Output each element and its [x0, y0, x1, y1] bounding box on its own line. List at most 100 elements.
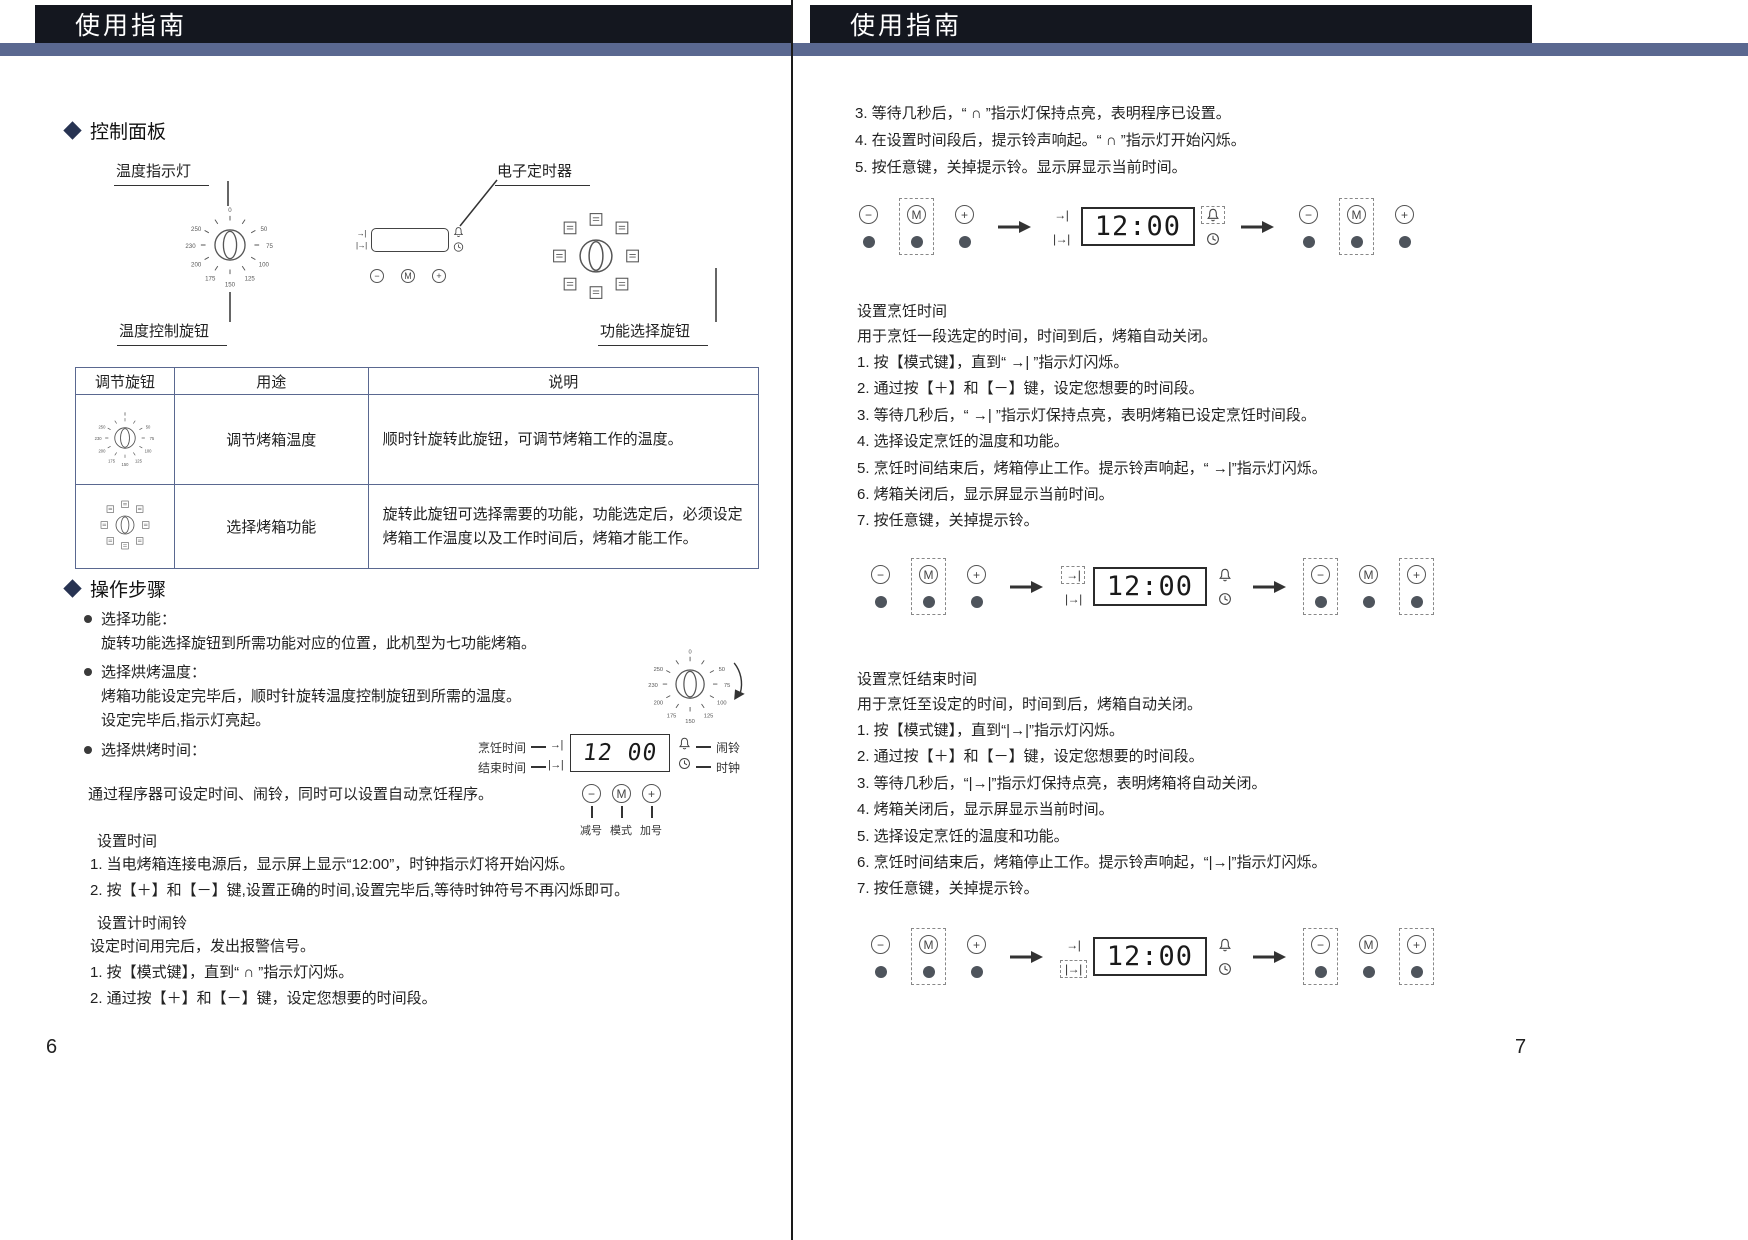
indicator-dot	[1410, 966, 1423, 978]
flow-arrow-icon	[1009, 949, 1045, 965]
tick-line	[621, 806, 623, 818]
display-left-icons: →| |→|	[1060, 565, 1087, 608]
minus-button-icon: −	[871, 935, 890, 954]
alarm-bell-icon	[1213, 936, 1237, 954]
function-knob-diagram	[552, 212, 640, 300]
timer-screen: 12:00	[1092, 567, 1208, 606]
lead-line	[696, 746, 711, 748]
clock-icon	[1213, 960, 1237, 978]
indicator-dot	[970, 596, 983, 608]
indicator-dot	[874, 966, 887, 978]
step-line: 7. 按任意键，关掉提示铃。	[857, 512, 1039, 530]
mode-button-unit: M	[911, 928, 946, 985]
indicator-dot	[958, 236, 971, 248]
bullet-body: 旋转功能选择旋钮到所需功能对应的位置，此机型为七功能烤箱。	[101, 635, 537, 652]
step-line: 1. 按【模式键】，直到“ ∩ ”指示灯闪烁。	[90, 964, 354, 981]
step-line: 4. 烤箱关闭后，显示屏显示当前时间。	[857, 801, 1114, 819]
indicator-dot	[1362, 966, 1375, 978]
bullet-dot-icon	[84, 667, 92, 676]
plus-label: 加号	[640, 825, 662, 837]
bullet-body: 设定完毕后,指示灯亮起。	[101, 712, 271, 729]
bullet-select-temperature: 选择烘烤温度：	[84, 661, 206, 682]
bullet-title: 选择烘烤时间：	[101, 742, 207, 759]
cook-time-icon: →|	[550, 739, 563, 751]
clock-icon	[1201, 230, 1225, 248]
end-time-icon: |→|	[1053, 231, 1070, 246]
indicator-dot	[922, 596, 935, 608]
minus-button-unit: −	[863, 558, 898, 615]
temperature-knob-small-diagram	[647, 648, 745, 726]
time-display: 12:00	[1106, 571, 1194, 602]
step-line: 3. 等待几秒后，“ →| ”指示灯保持点亮，表明烤箱已设定烹饪时间段。	[857, 406, 1316, 424]
plus-button-unit: +	[959, 558, 994, 615]
indicator-dot	[970, 966, 983, 978]
desc-cell: 顺时针旋转此旋钮，可调节烤箱工作的温度。	[367, 394, 760, 485]
lead-line	[531, 766, 546, 768]
electronic-timer-label: 电子定时器	[495, 160, 591, 186]
indicator-dot	[1314, 966, 1327, 978]
plus-button-unit: +	[947, 198, 982, 255]
mode-button-unit: M	[899, 198, 934, 255]
col-header-knob: 调节旋钮	[75, 367, 175, 395]
section-control-panel: 控制面板	[63, 117, 166, 144]
step-line: 2. 通过按【＋】和【－】键，设定您想要的时间段。	[90, 990, 437, 1008]
minus-button-unit: −	[863, 928, 898, 985]
indicator-dot	[1398, 236, 1411, 248]
mode-button-icon: M	[612, 784, 631, 803]
mode-button-unit: M	[1351, 928, 1386, 985]
plus-button-unit: +	[1399, 928, 1435, 985]
function-knob-label: 功能选择旋钮	[598, 320, 709, 346]
flow-arrow-icon	[1009, 579, 1045, 595]
page-left: 使用指南 控制面板 温度指示灯 电子定时器 温度控制旋钮 功能选择旋钮	[0, 0, 791, 1240]
set-alarm-title: 设置计时闹铃	[97, 915, 188, 932]
tick-line	[651, 806, 653, 818]
set-time-steps: 1. 当电烤箱连接电源后，显示屏上显示“12:00”，时钟指示灯将开始闪烁。 2…	[90, 852, 629, 905]
temperature-knob-diagram	[184, 206, 275, 290]
table-row: 调节烤箱温度 顺时针旋转此旋钮，可调节烤箱工作的温度。	[75, 394, 760, 485]
plus-button-icon: +	[642, 784, 661, 803]
time-display: 12:00	[1106, 941, 1194, 972]
minus-button-icon: −	[1299, 205, 1319, 224]
plus-button-unit: +	[959, 928, 994, 985]
alarm-label: 闹铃	[716, 741, 741, 755]
page-header-title: 使用指南	[75, 12, 188, 40]
mode-button-icon: M	[919, 565, 938, 584]
use-cell: 选择烤箱功能	[173, 484, 369, 569]
page-header: 使用指南	[810, 5, 1532, 43]
time-display: 12 00	[581, 740, 659, 766]
diamond-bullet-icon	[63, 579, 82, 598]
timer-screen: 12 00	[570, 734, 670, 772]
bullet-select-function: 选择功能：	[84, 608, 176, 629]
desc-cell: 旋转此旋钮可选择需要的功能，功能选定后，必须设定烤箱工作温度以及工作时间后，烤箱…	[367, 484, 760, 569]
step-line: 7. 按任意键，关掉提示铃。	[857, 880, 1039, 898]
clock-icon	[453, 242, 463, 252]
step-line: 3. 等待几秒后，“ ∩ ”指示灯保持点亮，表明程序已设置。	[855, 105, 1231, 122]
plus-button-icon: +	[1407, 935, 1427, 954]
page-header: 使用指南	[35, 5, 791, 43]
step-line: 5. 烹饪时间结束后，烤箱停止工作。提示铃声响起，“ →|”指示灯闪烁。	[857, 459, 1327, 477]
temp-knob-cell	[75, 394, 175, 485]
mode-button-icon: M	[919, 935, 938, 954]
mode-button-unit: M	[1339, 198, 1375, 255]
page-header-title: 使用指南	[850, 12, 963, 40]
step-line: 6. 烤箱关闭后，显示屏显示当前时间。	[857, 485, 1114, 503]
step-line: 2. 按【＋】和【－】键,设置正确的时间,设置完毕后,等待时钟符号不再闪烁即可。	[90, 882, 630, 900]
set-alarm-steps: 1. 按【模式键】，直到“ ∩ ”指示灯闪烁。 2. 通过按【＋】和【－】键，设…	[90, 960, 437, 1013]
mode-button-icon: M	[401, 269, 415, 283]
indicator-dot	[910, 236, 923, 248]
cook-time-icon: →|	[1061, 565, 1086, 584]
indicator-dot	[1302, 236, 1315, 248]
timer-screen: 12:00	[1092, 937, 1208, 976]
indicator-dot	[1362, 596, 1375, 608]
minus-button-icon: −	[859, 205, 878, 224]
mode-button-icon: M	[1347, 205, 1367, 224]
plus-button-icon: +	[1407, 565, 1427, 584]
alarm-continued-steps: 3. 等待几秒后，“ ∩ ”指示灯保持点亮，表明程序已设置。 4. 在设置时间段…	[855, 100, 1246, 181]
table-row: 选择烤箱功能 旋转此旋钮可选择需要的功能，功能选定后，必须设定烤箱工作温度以及工…	[75, 484, 760, 569]
minus-button-unit: −	[1303, 558, 1339, 615]
end-time-icon: |→|	[356, 241, 367, 250]
step-line: 4. 在设置时间段后，提示铃声响起。“ ∩ ”指示灯开始闪烁。	[855, 132, 1246, 149]
indicator-dot	[1350, 236, 1363, 248]
time-display: 12:00	[1094, 211, 1182, 242]
page-divider-line	[791, 0, 793, 1240]
